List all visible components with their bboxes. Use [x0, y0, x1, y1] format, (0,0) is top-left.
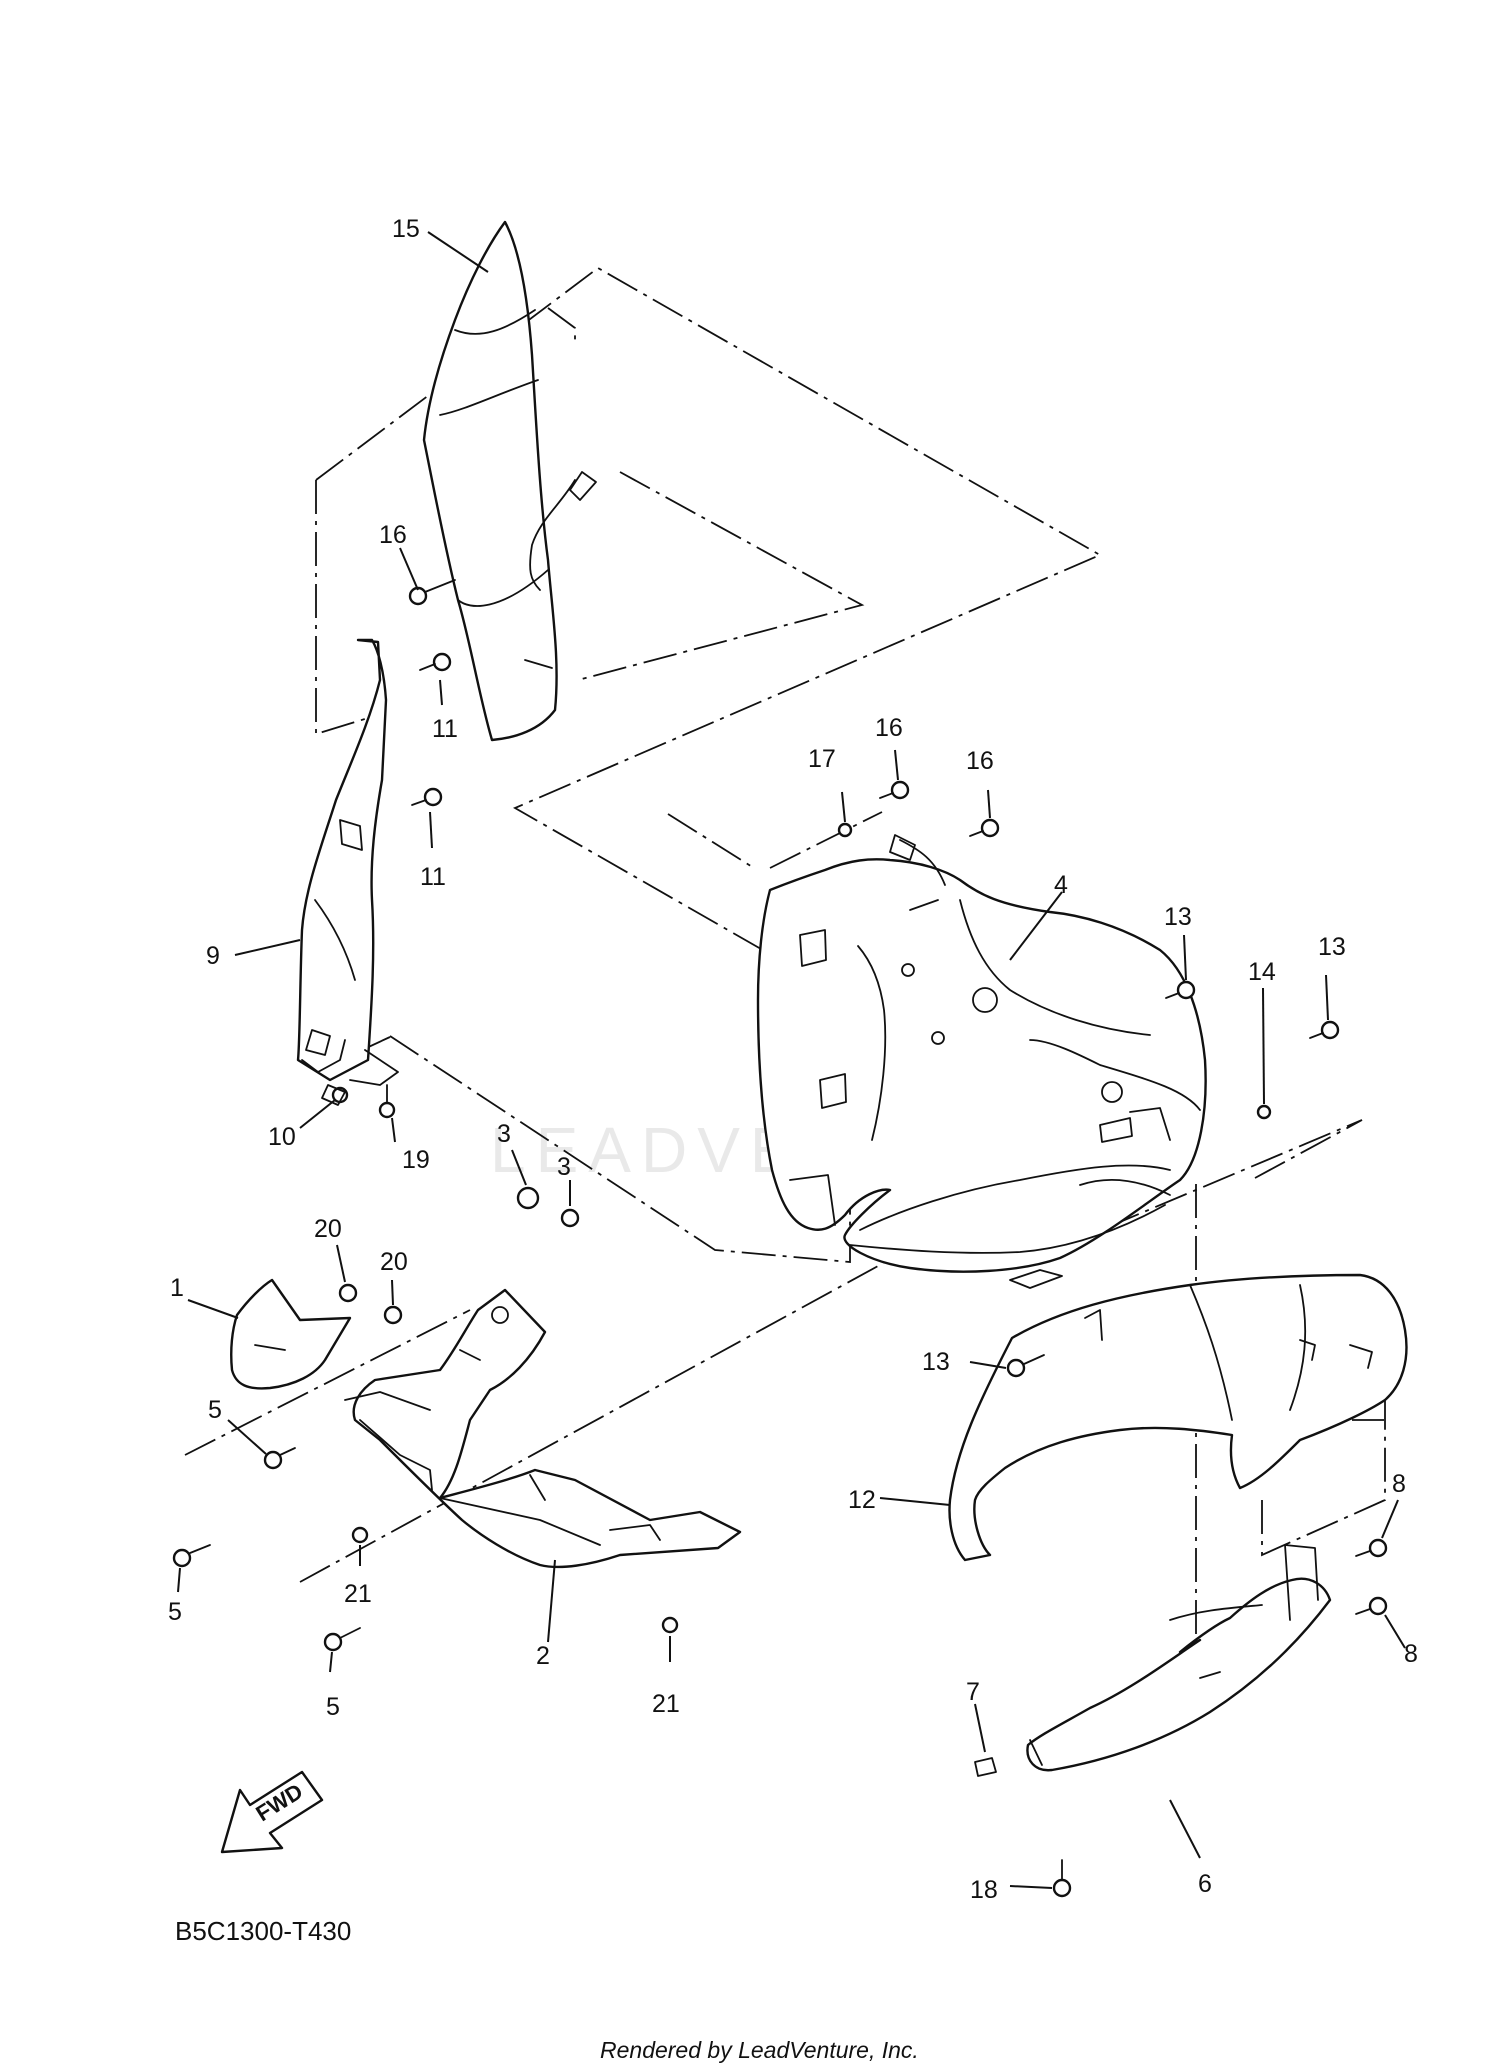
callout-16: 16 — [875, 714, 903, 742]
leader-lines — [177, 231, 1406, 1889]
callout-5: 5 — [208, 1396, 222, 1424]
callout-18: 18 — [970, 1876, 998, 1904]
part-1-cover — [230, 1278, 352, 1390]
part-12-lower-side-cowl — [948, 1273, 1408, 1562]
callout-19: 19 — [402, 1146, 430, 1174]
fwd-direction-arrow: FWD — [220, 1770, 324, 1854]
callout-2: 2 — [536, 1642, 550, 1670]
callout-6: 6 — [1198, 1870, 1212, 1898]
callout-13: 13 — [1318, 933, 1346, 961]
callout-13: 13 — [1164, 903, 1192, 931]
callout-5: 5 — [168, 1598, 182, 1626]
part-4-headlight-assembly — [756, 834, 1207, 1289]
callout-3: 3 — [557, 1153, 571, 1181]
callout-16: 16 — [966, 747, 994, 775]
callout-11: 11 — [432, 715, 458, 743]
footer-credit: Rendered by LeadVenture, Inc. — [600, 2037, 919, 2063]
diagram-code: B5C1300-T430 — [175, 1916, 351, 1946]
callout-16: 16 — [379, 521, 407, 549]
part-2-under-bracket — [344, 1288, 742, 1569]
callout-4: 4 — [1054, 871, 1068, 899]
part-6-lower-panel — [1026, 1544, 1332, 1772]
callout-3: 3 — [497, 1120, 511, 1148]
callout-12: 12 — [848, 1486, 876, 1514]
callout-21: 21 — [344, 1580, 372, 1608]
callout-15: 15 — [392, 215, 420, 243]
callout-17: 17 — [808, 745, 836, 773]
part-9-side-bracket — [296, 638, 399, 1086]
callout-labels: 15 16 11 11 9 10 19 3 3 20 20 1 5 5 5 21… — [168, 215, 1418, 1904]
callout-9: 9 — [206, 942, 220, 970]
callout-20: 20 — [380, 1248, 408, 1276]
part-15-side-cowl — [422, 220, 597, 742]
callout-7: 7 — [966, 1678, 980, 1706]
callout-14: 14 — [1248, 958, 1276, 986]
callout-13: 13 — [922, 1348, 950, 1376]
callout-1: 1 — [170, 1274, 184, 1302]
callout-8: 8 — [1392, 1470, 1406, 1498]
callout-11: 11 — [420, 863, 446, 891]
callout-20: 20 — [314, 1215, 342, 1243]
callout-21: 21 — [652, 1690, 680, 1718]
callout-8: 8 — [1404, 1640, 1418, 1668]
callout-10: 10 — [268, 1123, 296, 1151]
fasteners — [172, 579, 1388, 1898]
callout-5: 5 — [326, 1693, 340, 1721]
